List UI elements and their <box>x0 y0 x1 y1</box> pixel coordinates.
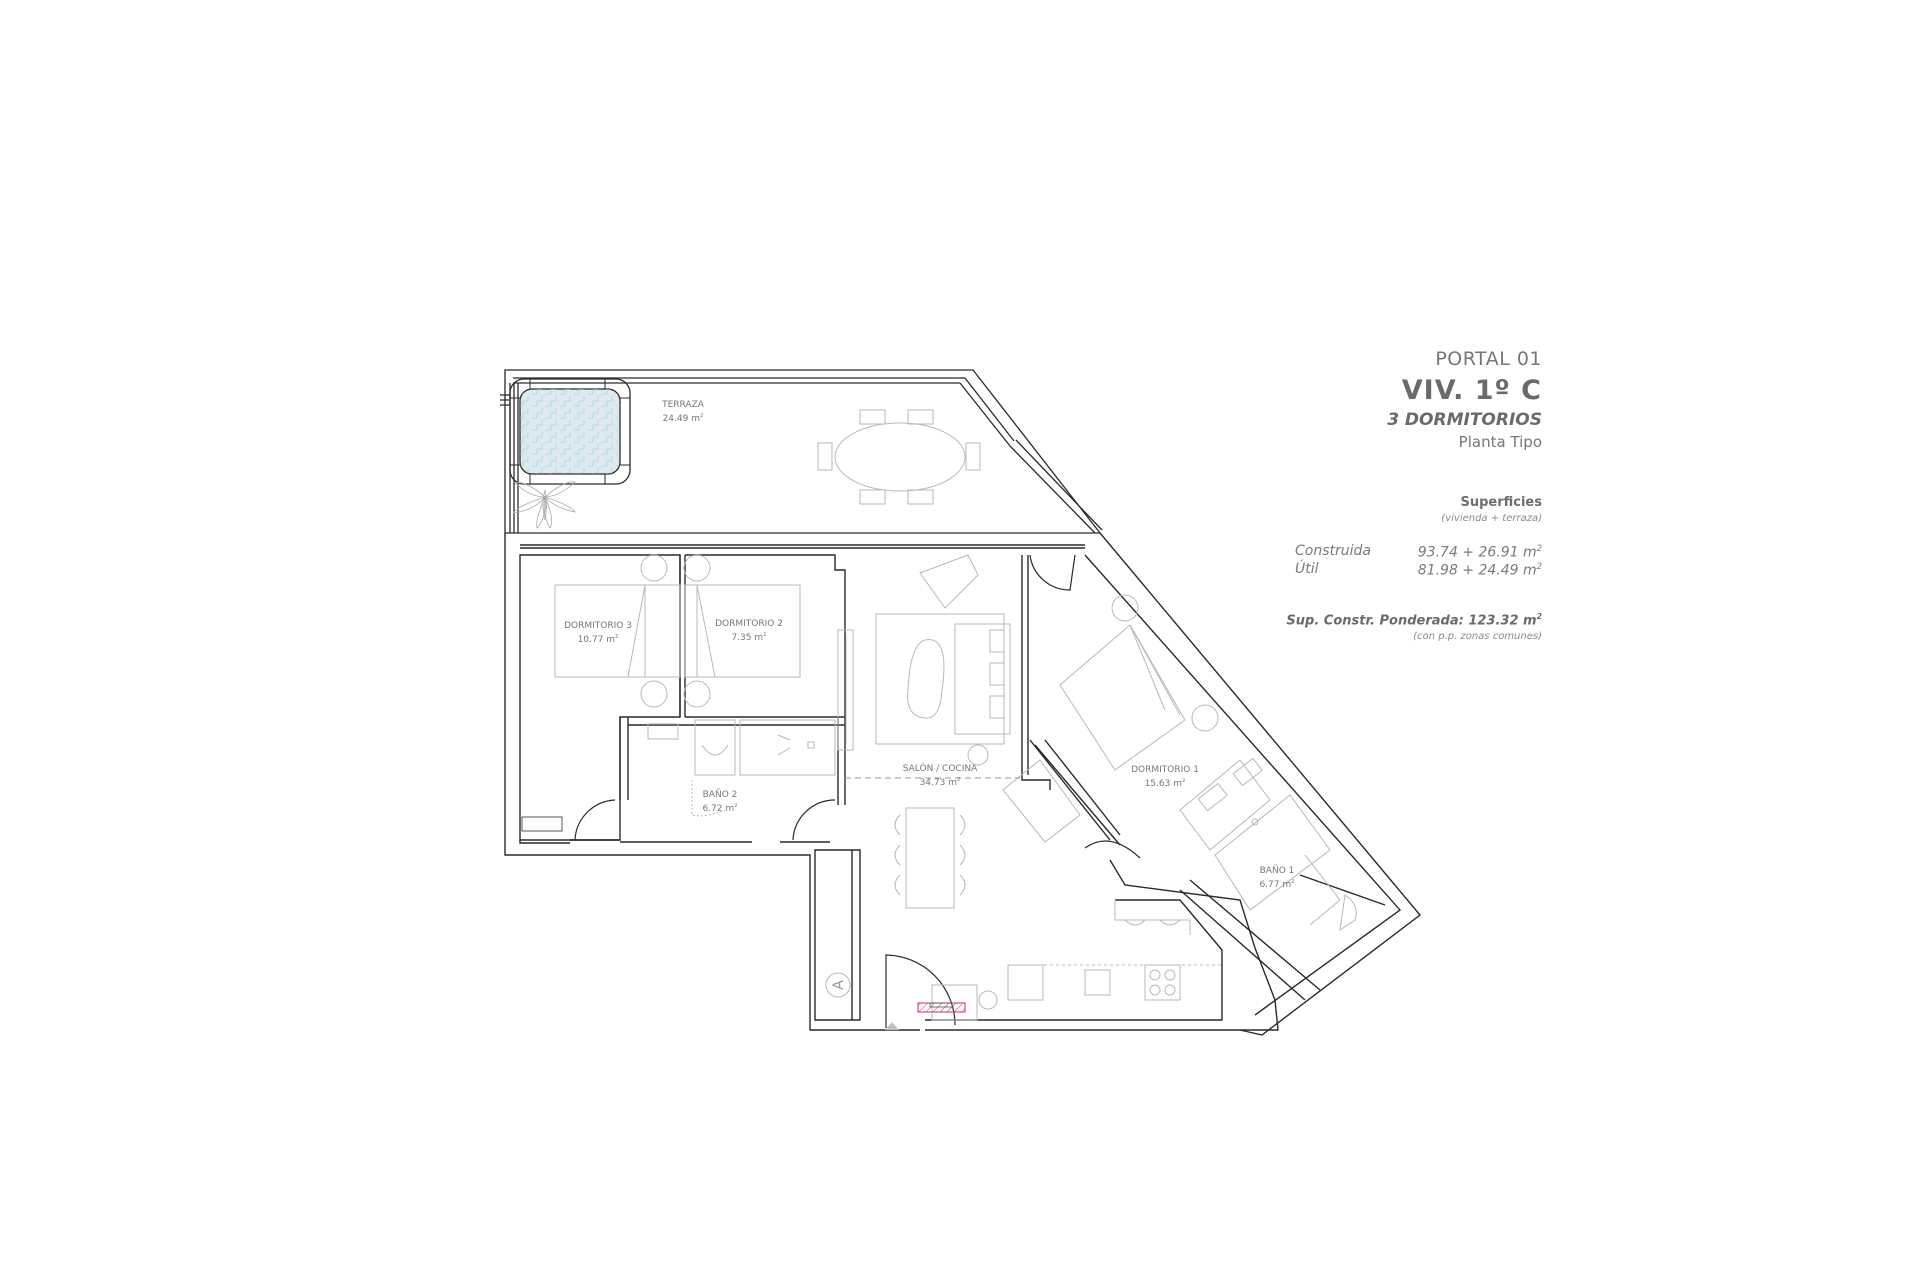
portal-label: PORTAL 01 <box>1435 348 1542 370</box>
weighted-surface: Sup. Constr. Ponderada: 123.32 m2 <box>1286 612 1542 629</box>
doors <box>574 554 1141 1028</box>
room-name: DORMITORIO 3 <box>564 621 632 631</box>
surfaces-subtitle: (vivienda + terraza) <box>1441 513 1542 524</box>
shower-tray-icon <box>521 816 563 832</box>
room-area: 10.77 m2 <box>577 634 619 645</box>
room-area: 6.77 m2 <box>1259 879 1295 890</box>
room-name: BAÑO 2 <box>702 790 738 800</box>
room-label-bano-2: BAÑO 2 6.72 m2 <box>702 790 737 815</box>
surface-label-construida: Construida <box>1295 543 1371 559</box>
bedroom-furniture <box>554 554 801 708</box>
electrical-panel <box>917 1002 966 1013</box>
terrace-dining-table <box>817 409 981 505</box>
room-label-terraza: TERRAZA 24.49 m2 <box>662 400 704 425</box>
surface-value-construida: 93.74 + 26.91 m2 <box>1417 543 1542 561</box>
surface-label-util: Útil <box>1295 561 1319 577</box>
entry-marker: A <box>825 972 851 998</box>
room-area: 34.73 m2 <box>919 777 961 788</box>
room-name: BAÑO 1 <box>1259 866 1295 876</box>
pool <box>509 378 631 485</box>
room-label-dormitorio-3: DORMITORIO 3 10.77 m2 <box>564 621 632 646</box>
surface-value-util: 81.98 + 24.49 m2 <box>1417 561 1542 579</box>
room-name: TERRAZA <box>662 400 704 410</box>
surfaces-title: Superficies <box>1460 495 1542 510</box>
floor-type: Planta Tipo <box>1458 433 1542 451</box>
room-name: DORMITORIO 1 <box>1131 765 1199 775</box>
living-furniture <box>837 554 1222 1021</box>
walls <box>504 532 1422 1036</box>
bath2-fixtures <box>647 719 836 817</box>
svg-text:A: A <box>831 980 847 990</box>
room-area: 6.72 m2 <box>702 803 738 814</box>
room-label-dormitorio-2: DORMITORIO 2 7.35 m2 <box>715 619 783 644</box>
triangle-up-icon <box>885 1022 899 1030</box>
room-area: 15.63 m2 <box>1144 778 1186 789</box>
bedroom1-furniture <box>1059 594 1357 932</box>
weighted-surface-note: (con p.p. zonas comunes) <box>1413 631 1542 642</box>
room-name: SALÓN / COCINA <box>902 764 978 774</box>
room-area: 7.35 m2 <box>731 632 767 643</box>
bedroom-count: 3 DORMITORIOS <box>1387 410 1542 430</box>
room-area: 24.49 m2 <box>662 413 704 424</box>
room-label-bano-1: BAÑO 1 6.77 m2 <box>1259 866 1294 891</box>
room-name: DORMITORIO 2 <box>715 619 783 629</box>
plant-icon <box>511 481 576 529</box>
room-label-salon-cocina: SALÓN / COCINA 34.73 m2 <box>903 764 978 789</box>
room-label-dormitorio-1: DORMITORIO 1 15.63 m2 <box>1131 765 1199 790</box>
unit-title: VIV. 1º C <box>1401 375 1542 406</box>
